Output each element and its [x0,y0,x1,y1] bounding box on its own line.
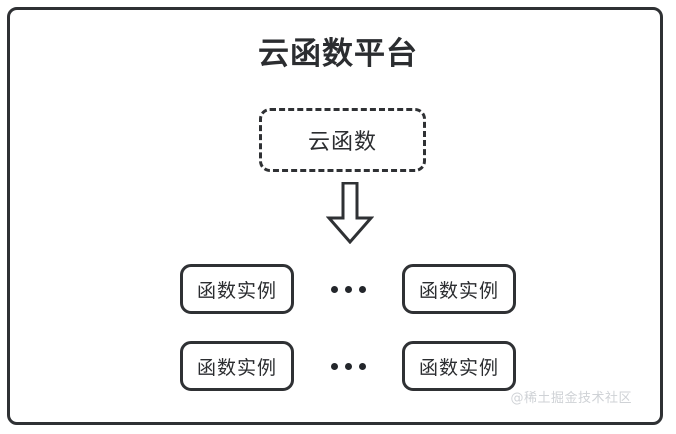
ellipsis-dot [330,362,338,370]
function-instance-box: 函数实例 [180,264,294,314]
function-instance-label: 函数实例 [418,356,499,379]
ellipsis-dot [344,362,352,370]
platform-title: 云函数平台 [258,36,418,72]
ellipsis-dot [358,285,366,293]
platform-container: 云函数平台 云函数 函数实例 函数实例 函数实例 [7,7,663,425]
down-block-arrow-icon [325,181,375,245]
ellipsis-dot [344,285,352,293]
instance-row-1: 函数实例 函数实例 [180,264,516,314]
ellipsis-dot [330,285,338,293]
function-instance-box: 函数实例 [402,341,516,391]
cloud-function-node: 云函数 [259,108,426,172]
ellipsis-icon [330,341,366,391]
function-instance-label: 函数实例 [196,279,277,302]
cloud-function-label: 云函数 [307,130,377,155]
function-instance-box: 函数实例 [180,341,294,391]
ellipsis-icon [330,264,366,314]
function-instance-label: 函数实例 [418,279,499,302]
function-instance-box: 函数实例 [402,264,516,314]
ellipsis-dot [358,362,366,370]
instance-row-2: 函数实例 函数实例 [180,341,516,391]
function-instance-label: 函数实例 [196,356,277,379]
watermark: @稀土掘金技术社区 [510,391,632,406]
